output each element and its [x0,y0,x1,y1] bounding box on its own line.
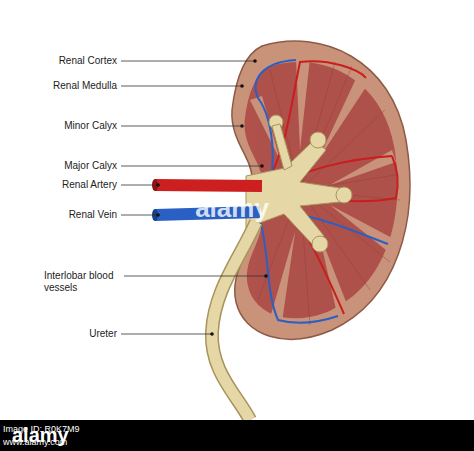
renal-artery [155,185,262,186]
part-label: Renal Artery [62,179,117,191]
ureter-outline [212,222,256,420]
footer-bar [0,420,474,451]
part-label: Renal Vein [69,209,117,221]
part-label: Major Calyx [64,160,117,172]
image-id: Image ID: R0K7M9 [3,424,80,435]
part-label: Interlobar blood vessels [44,270,120,294]
renal-medulla [244,62,397,318]
part-label: Minor Calyx [64,120,117,132]
watermark: alamy [195,193,269,224]
part-label: Renal Medulla [53,80,117,92]
footer-url: www.alamy.com [3,437,67,448]
ureter [212,222,256,420]
part-label: Renal Cortex [59,55,117,67]
part-label: Ureter [89,328,117,340]
